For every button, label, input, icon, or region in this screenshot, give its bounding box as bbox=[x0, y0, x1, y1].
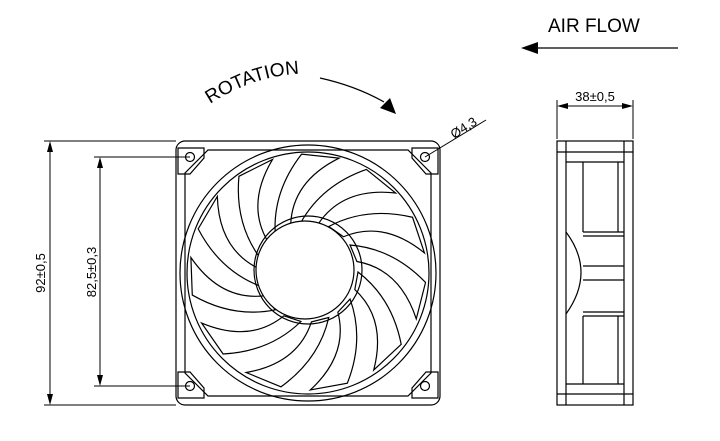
fan-blade bbox=[237, 157, 275, 260]
fan-blade bbox=[274, 153, 342, 236]
mounting-hole-bottom-left bbox=[184, 380, 196, 392]
outer-size-label: 92±0,5 bbox=[33, 253, 48, 293]
hole-diameter-label: Ø4,3 bbox=[448, 114, 480, 142]
fan-side-view bbox=[556, 140, 634, 406]
fan-shroud bbox=[179, 144, 437, 402]
air-flow-label: AIR FLOW bbox=[548, 16, 640, 37]
depth-label: 38±0,5 bbox=[575, 89, 615, 104]
fan-frame-outer bbox=[175, 140, 441, 406]
fan-blades bbox=[190, 153, 427, 391]
fan-blade bbox=[190, 255, 277, 313]
hole-diameter-callout: Ø4,3 bbox=[424, 114, 487, 158]
hole-leader-line bbox=[424, 119, 487, 158]
air-flow-arrow-head-icon bbox=[521, 42, 538, 54]
fan-blade bbox=[244, 316, 330, 388]
fan-hub-ring bbox=[253, 215, 363, 325]
fan-hub bbox=[255, 220, 355, 320]
rotation-label: ROTATION bbox=[202, 58, 300, 108]
fan-blade bbox=[308, 297, 358, 391]
mounting-hole-top-left bbox=[184, 151, 196, 163]
fan-blade bbox=[349, 244, 427, 322]
outer-size-dimension bbox=[44, 140, 176, 406]
depth-dimension bbox=[556, 100, 634, 139]
fan-shroud-inner bbox=[186, 151, 430, 395]
mounting-hole-top-right bbox=[419, 151, 431, 163]
rotation-label-path: ROTATION bbox=[202, 58, 300, 108]
mounting-hole-bottom-right bbox=[419, 380, 431, 392]
fan-blade bbox=[327, 212, 426, 255]
hole-spacing-dimension bbox=[94, 156, 190, 387]
fan-blade bbox=[197, 194, 261, 287]
fan-blade bbox=[199, 315, 303, 355]
rotation-arrow-head-icon bbox=[380, 98, 396, 114]
fan-blade bbox=[299, 168, 398, 224]
hole-spacing-label: 82,5±0,3 bbox=[84, 247, 99, 298]
rotation-arc bbox=[319, 77, 385, 103]
fan-blade bbox=[354, 270, 402, 372]
air-flow-indicator: AIR FLOW bbox=[521, 16, 678, 54]
fan-front-view bbox=[175, 140, 441, 406]
rotation-indicator: ROTATION bbox=[202, 58, 396, 114]
